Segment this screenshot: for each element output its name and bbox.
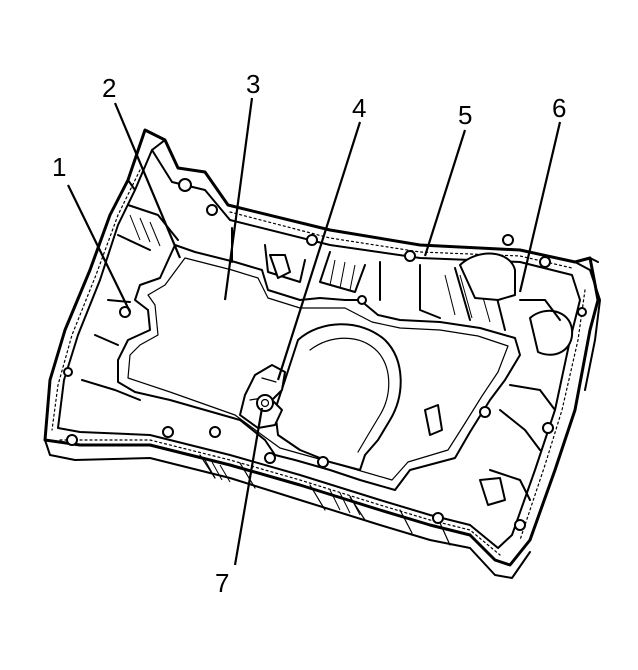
pan-skirt-ribs: [199, 454, 451, 546]
small-bosses: [269, 254, 506, 506]
right-sump-detail: [459, 252, 516, 301]
left-internal-hatch: [129, 214, 161, 247]
callout-6: 6: [552, 93, 566, 123]
callout-5: 5: [458, 100, 472, 130]
upper-baffle-hatching: [329, 259, 491, 323]
leader-6: [518, 121, 562, 293]
right-end-face: [574, 257, 601, 391]
right-internal-walls: [489, 299, 561, 501]
leader-3: [223, 97, 254, 301]
callout-3: 3: [246, 69, 260, 99]
leader-1: [67, 184, 131, 313]
drain-bolt: [256, 394, 274, 412]
left-internal-walls: [81, 204, 179, 401]
left-gasket-dots: [51, 169, 141, 431]
callout-1: 1: [52, 152, 66, 182]
top-gasket-dots: [229, 211, 573, 269]
crank-clearance-inner: [309, 337, 390, 453]
flange-bolt-holes: [63, 178, 587, 531]
callout-7: 7: [215, 568, 229, 598]
left-end-face: [109, 129, 166, 216]
leader-2: [113, 102, 182, 259]
lower-hatch: [204, 459, 361, 516]
leader-4: [276, 121, 362, 381]
right-gasket-dots: [519, 289, 586, 541]
callout-leaders: [67, 97, 562, 566]
callout-2: 2: [102, 73, 116, 103]
callout-4: 4: [352, 93, 366, 123]
callout-labels: 1 2 3 4 5 6 7: [52, 69, 566, 598]
pan-skirt: [44, 439, 531, 579]
pan-inner-rail: [57, 149, 581, 549]
leader-5: [423, 129, 467, 257]
leader-7: [233, 407, 264, 566]
right-sump-pipe: [529, 309, 574, 356]
oil-pan-assembly: [43, 128, 601, 579]
bottom-gasket-dots: [59, 439, 501, 556]
gasket-inner-edge: [127, 257, 509, 481]
